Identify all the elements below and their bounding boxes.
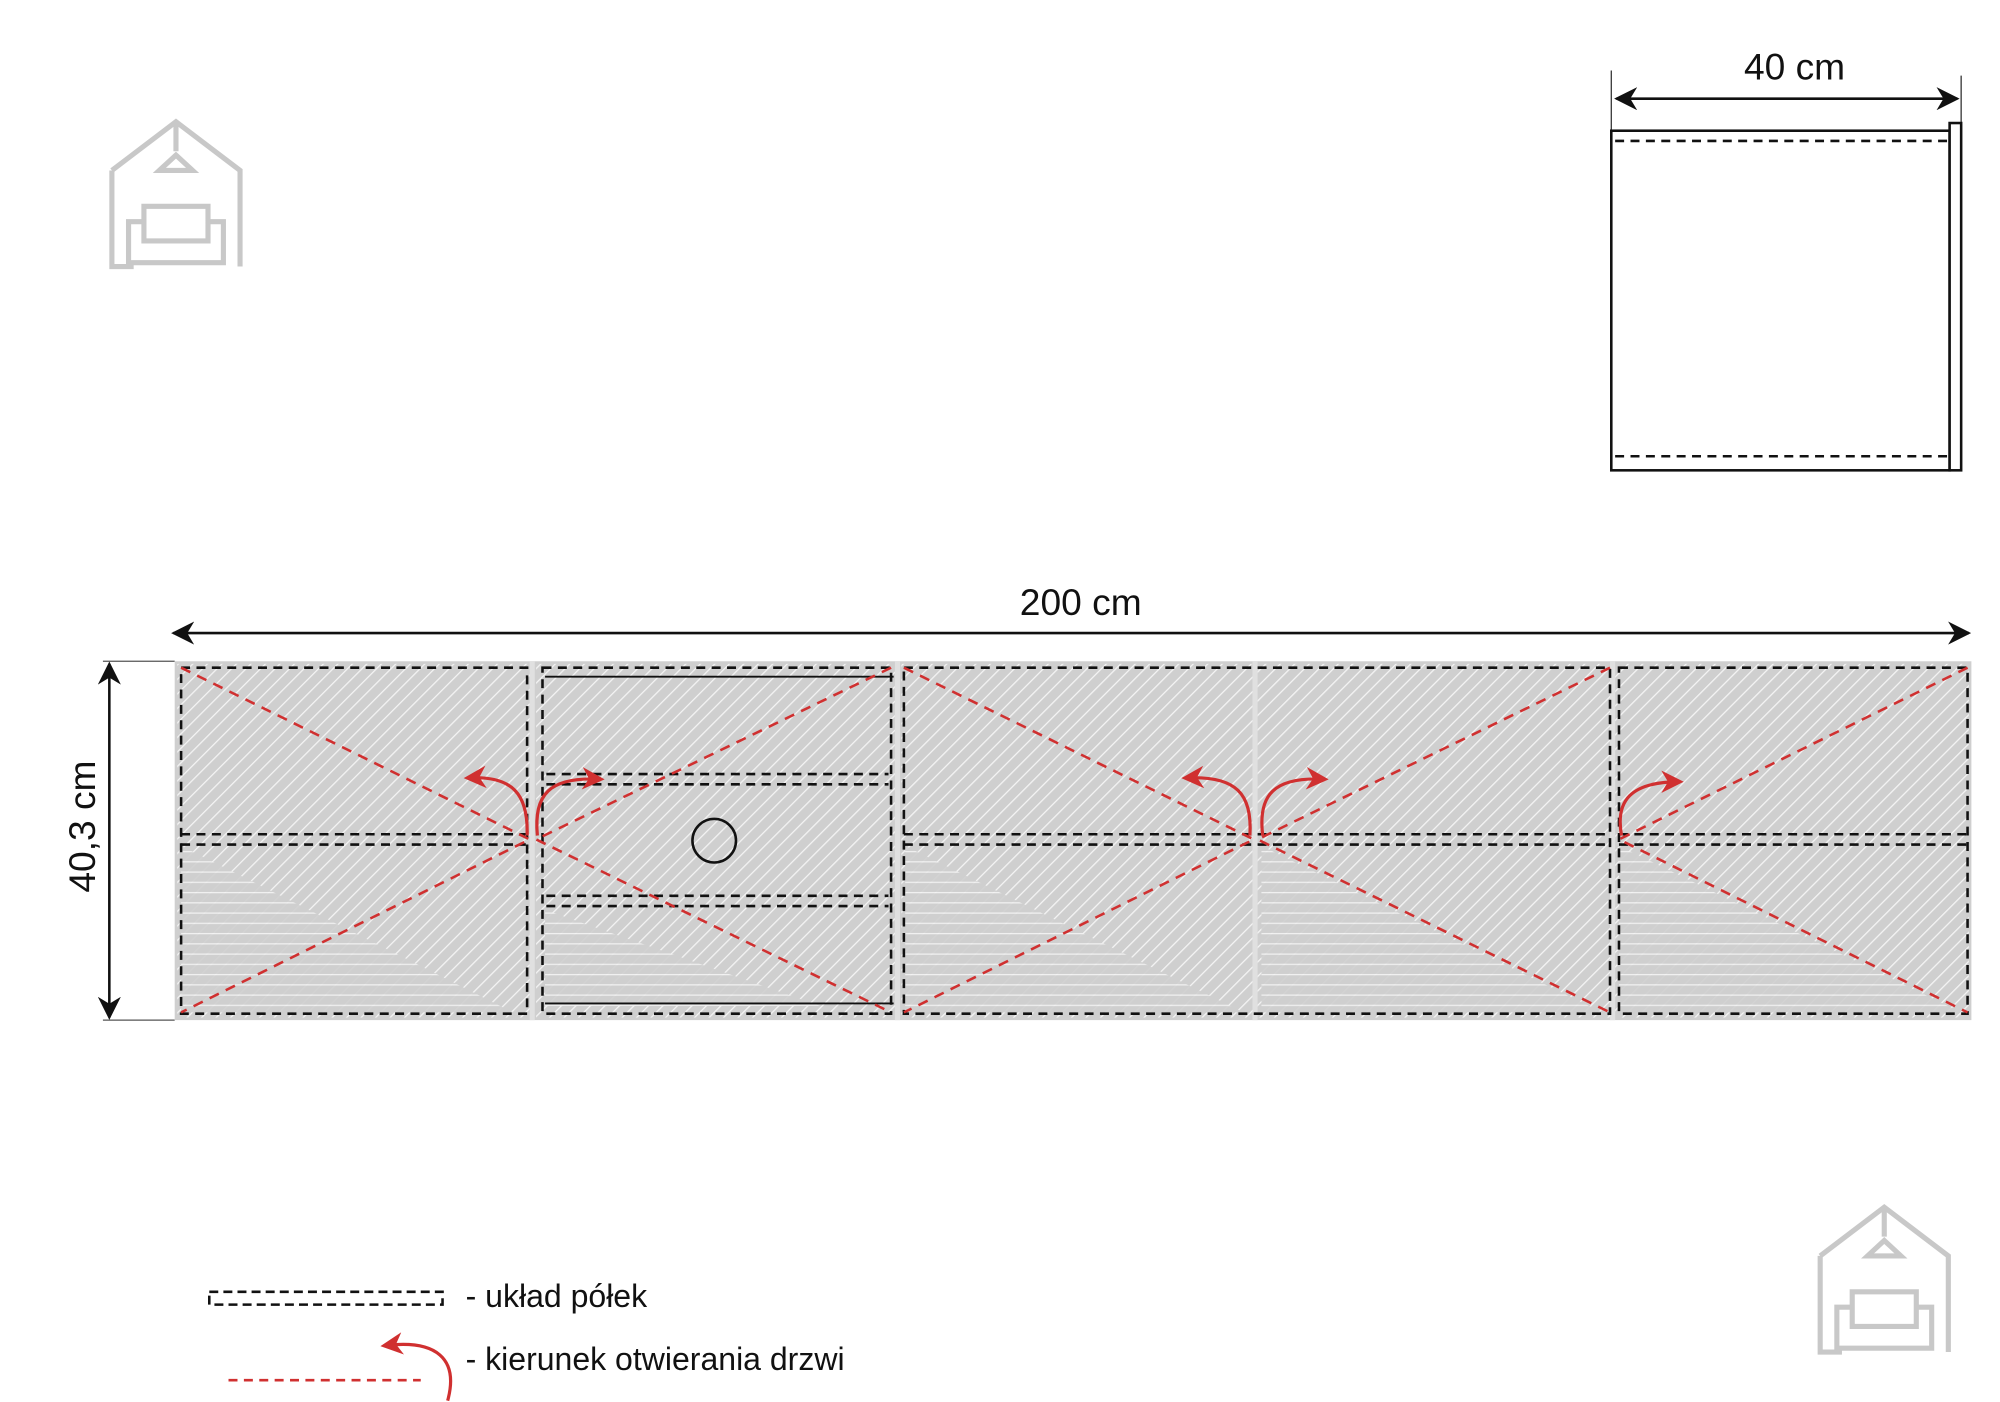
legend-shelf-swatch (208, 1290, 444, 1306)
front-width-label: 200 cm (1020, 581, 1142, 623)
curved-arrow-icon (463, 765, 529, 836)
curved-arrow-icon (1618, 770, 1684, 836)
front-height-label: 40,3 cm (61, 761, 103, 893)
side-view: 40 cm (1610, 45, 1963, 472)
door-5 (1615, 663, 1969, 1018)
legend: - układ półek - kierunek otwierania drzw… (208, 1278, 845, 1402)
door-3 (901, 663, 1254, 1018)
drawer-knob (691, 817, 738, 864)
curved-arrow-icon (1260, 767, 1329, 836)
legend-curved-arrow-icon (380, 1332, 453, 1402)
legend-door-label: - kierunek otwierania drzwi (466, 1341, 845, 1377)
door-direction-arrows (463, 765, 1684, 836)
logo-bottom-right-icon (1820, 1207, 1948, 1352)
drawer-section (536, 663, 895, 1018)
door-4 (1257, 663, 1611, 1018)
front-view (174, 661, 1972, 1021)
side-width-label: 40 cm (1744, 45, 1845, 87)
curved-arrow-icon (535, 767, 605, 836)
legend-shelf-label: - układ półek (466, 1278, 649, 1314)
logo-top-left-icon (112, 122, 240, 267)
shelf-layout (179, 666, 1969, 1015)
door-opening-diagonals (180, 666, 1969, 1014)
door-1 (177, 663, 530, 1018)
curved-arrow-icon (1181, 765, 1252, 836)
